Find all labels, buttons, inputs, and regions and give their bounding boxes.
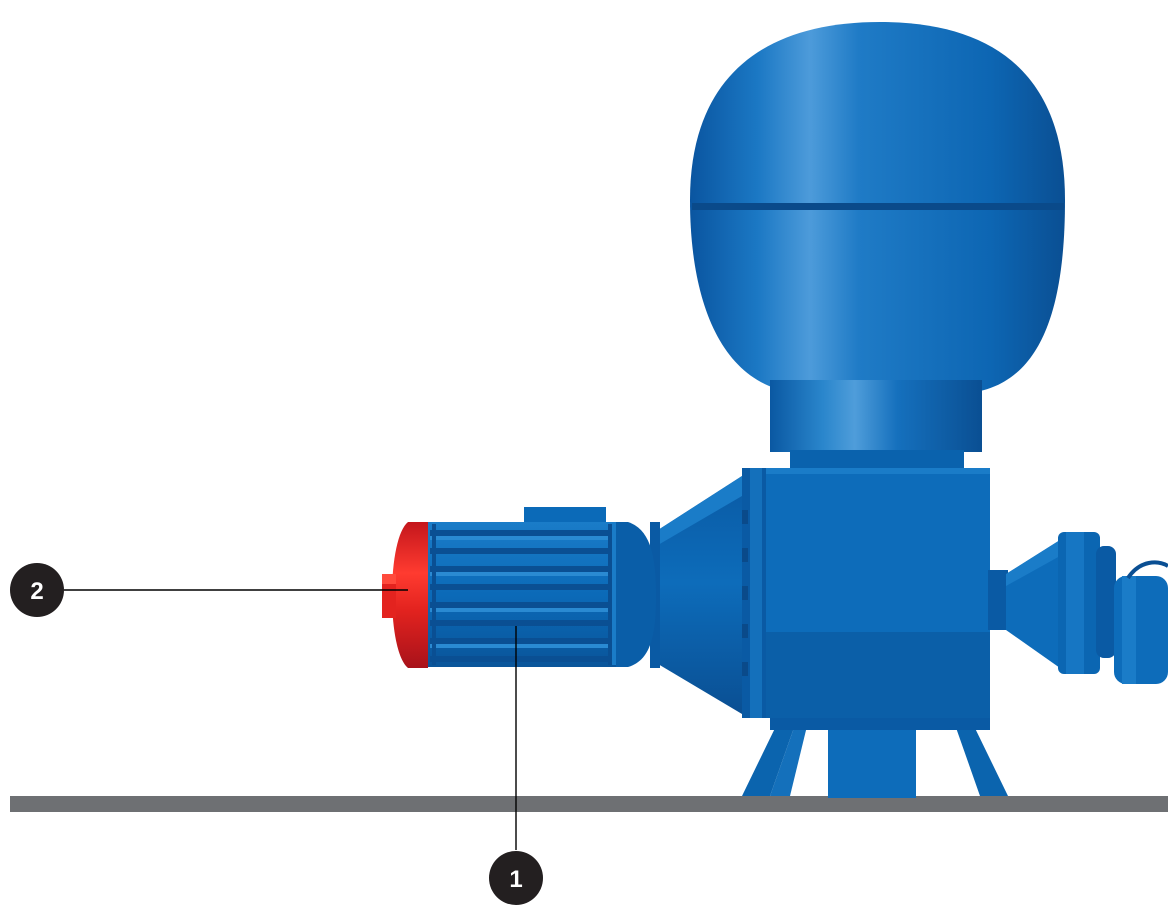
electric-motor [426,507,656,667]
callout-2: 2 [10,563,64,617]
callout-1: 1 [489,851,543,905]
coupling-cone [650,476,742,714]
pump-base [742,718,1008,798]
pump-housing [740,468,990,718]
tank-neck [770,380,982,470]
callout-1-number: 1 [509,866,522,893]
fan-cover [382,522,428,668]
callout-2-number: 2 [30,578,43,605]
pressure-tank [690,22,1065,392]
outlet-connection [988,532,1168,684]
floor-line [10,796,1168,812]
tank-seam [692,203,1064,210]
